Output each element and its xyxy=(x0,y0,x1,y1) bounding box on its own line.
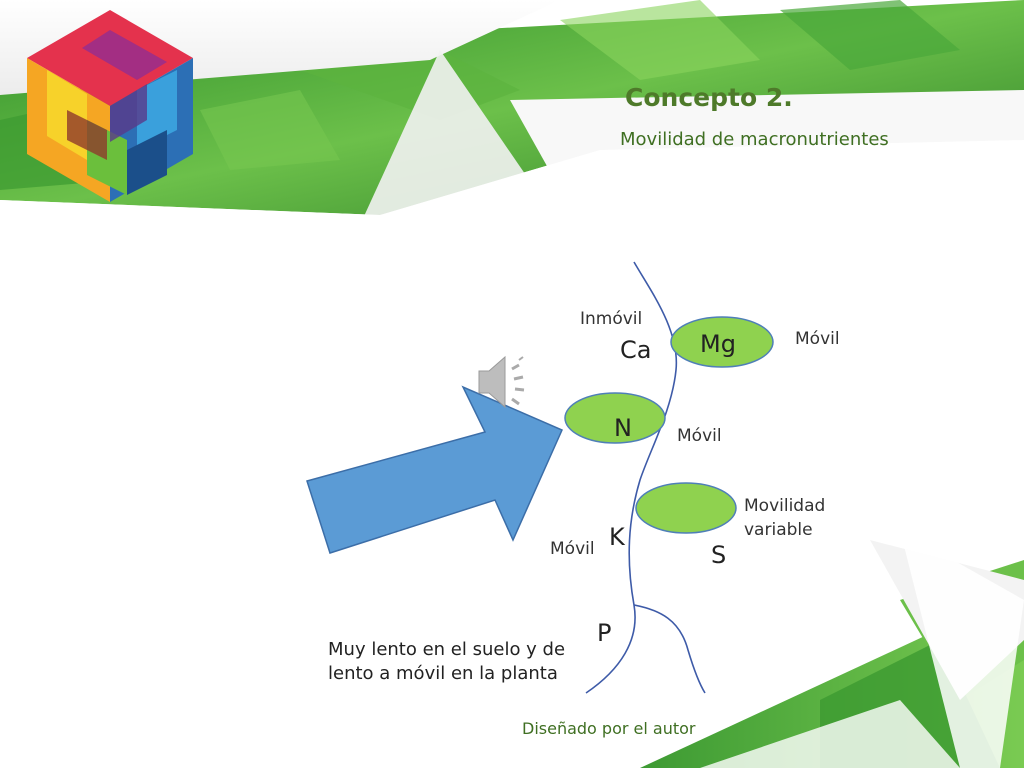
root-diagram xyxy=(585,261,706,694)
bottom-green-band xyxy=(640,530,1024,768)
slide-subtitle: Movilidad de macronutrientes xyxy=(620,129,889,150)
mobility-label-ca: Inmóvil xyxy=(580,309,643,329)
ellipse-mg xyxy=(670,316,774,368)
author-credit: Diseñado por el autor xyxy=(522,719,696,738)
logo-cube-icon xyxy=(27,10,193,202)
root-branch-line xyxy=(633,604,706,694)
nutrient-symbol-n: N xyxy=(614,414,632,442)
mobility-label-k: Móvil xyxy=(550,539,595,559)
mobility-label-mg: Móvil xyxy=(795,329,840,349)
mobility-label-n: Móvil xyxy=(677,426,722,446)
ellipse-n xyxy=(564,392,666,444)
mobility-label-s: Movilidad variable xyxy=(744,496,826,540)
nutrient-symbol-p: P xyxy=(597,619,612,647)
root-main-line xyxy=(585,261,678,694)
nutrient-symbol-ca: Ca xyxy=(620,336,652,364)
ellipse-s xyxy=(635,482,737,534)
pointer-arrow xyxy=(306,385,563,554)
nutrient-symbol-mg: Mg xyxy=(700,330,736,358)
nutrient-symbol-s: S xyxy=(711,541,727,569)
nutrient-symbol-k: K xyxy=(609,523,625,551)
slide-title: Concepto 2. xyxy=(625,83,793,112)
top-paper-shapes xyxy=(0,0,1024,230)
mobility-label-p: Muy lento en el suelo y de lento a móvil… xyxy=(328,639,566,684)
speaker-icon[interactable] xyxy=(478,355,525,409)
